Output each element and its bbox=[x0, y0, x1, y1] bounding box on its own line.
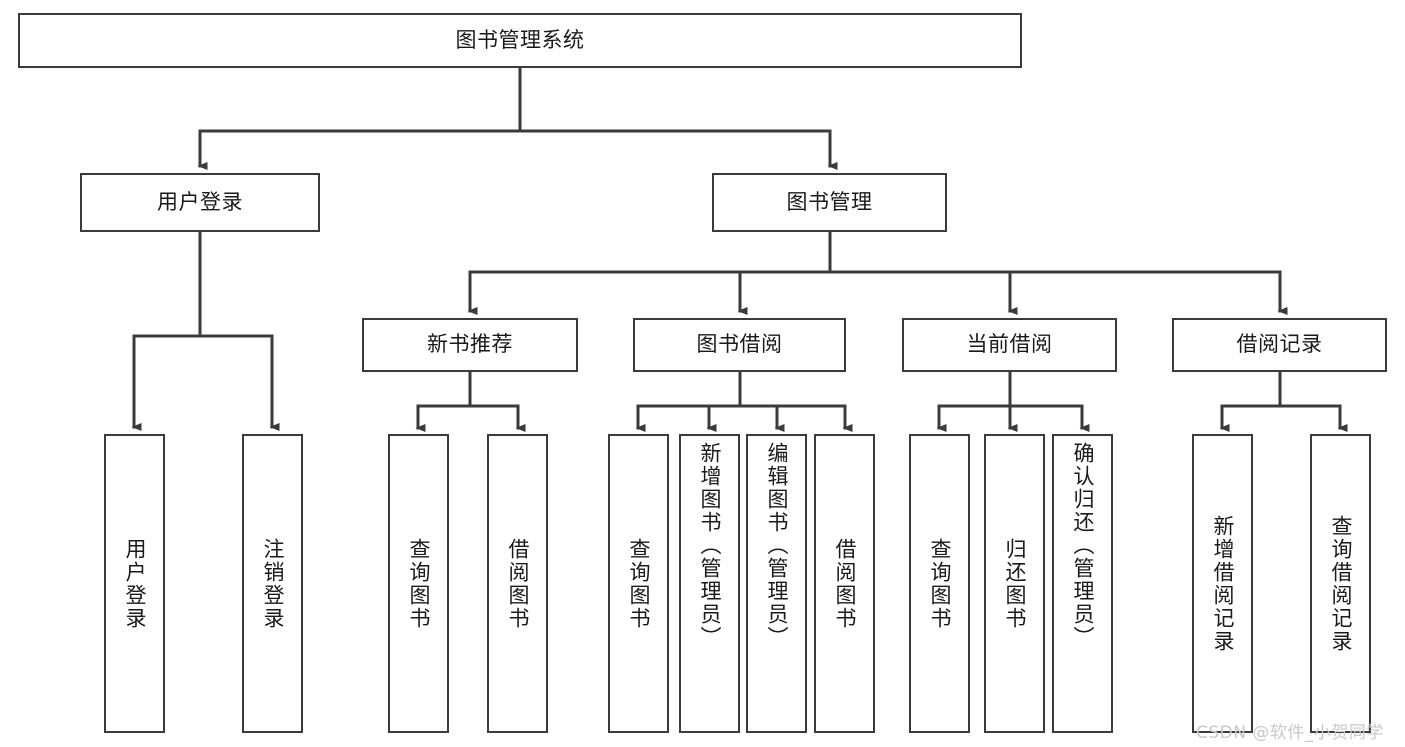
node-borrow-record-label: 借阅记录 bbox=[1236, 332, 1323, 357]
node-user-login[interactable]: 用户登录 bbox=[80, 173, 320, 232]
node-user-login-label: 用户登录 bbox=[157, 189, 243, 214]
node-query-book-borrow[interactable]: 查询图书 bbox=[608, 434, 669, 733]
node-add-borrow-record[interactable]: 新增借阅记录 bbox=[1192, 434, 1253, 733]
node-book-borrow[interactable]: 图书借阅 bbox=[633, 318, 846, 372]
node-borrow-book-rec-label: 借阅图书 bbox=[506, 537, 530, 630]
node-borrow-book-borrow[interactable]: 借阅图书 bbox=[814, 434, 875, 733]
connector-group-new-book-recommend bbox=[415, 370, 526, 432]
watermark: CSDN @软件_小贺同学 bbox=[1196, 723, 1384, 743]
node-book-management-label: 图书管理 bbox=[786, 189, 873, 214]
node-return-book[interactable]: 归还图书 bbox=[984, 434, 1045, 733]
node-logout-leaf[interactable]: 注销登录 bbox=[242, 434, 303, 733]
node-book-management[interactable]: 图书管理 bbox=[712, 173, 947, 232]
node-borrow-book-rec[interactable]: 借阅图书 bbox=[487, 434, 548, 733]
node-root-label: 图书管理系统 bbox=[455, 27, 585, 52]
connector-group-book-borrow bbox=[635, 370, 853, 432]
node-query-book-rec[interactable]: 查询图书 bbox=[388, 434, 449, 733]
node-query-book-rec-label: 查询图书 bbox=[407, 537, 431, 630]
node-borrow-record[interactable]: 借阅记录 bbox=[1172, 318, 1387, 372]
node-edit-book-admin-label: 编辑图书（管理员） bbox=[765, 442, 789, 649]
connector-group-book-management bbox=[467, 230, 1288, 315]
node-borrow-book-borrow-label: 借阅图书 bbox=[833, 537, 857, 630]
node-new-book-recommend-label: 新书推荐 bbox=[427, 332, 513, 357]
node-add-book-admin-label: 新增图书（管理员） bbox=[698, 442, 722, 649]
connector-group-current-borrow bbox=[936, 370, 1090, 432]
node-return-book-label: 归还图书 bbox=[1003, 537, 1027, 630]
node-user-login-leaf[interactable]: 用户登录 bbox=[104, 434, 165, 733]
node-book-borrow-label: 图书借阅 bbox=[696, 332, 783, 357]
node-edit-book-admin[interactable]: 编辑图书（管理员） bbox=[746, 434, 807, 733]
connector-group-borrow-record bbox=[1219, 370, 1348, 432]
node-current-borrow-label: 当前借阅 bbox=[966, 332, 1053, 357]
node-query-book-current-label: 查询图书 bbox=[928, 537, 952, 630]
connector-group-user-login bbox=[131, 230, 280, 431]
node-confirm-return-admin-label: 确认归还（管理员） bbox=[1071, 442, 1095, 649]
node-logout-leaf-label: 注销登录 bbox=[261, 537, 285, 630]
node-query-book-current[interactable]: 查询图书 bbox=[909, 434, 970, 733]
node-user-login-leaf-label: 用户登录 bbox=[123, 537, 147, 630]
node-query-borrow-record[interactable]: 查询借阅记录 bbox=[1310, 434, 1371, 733]
connector-group-root bbox=[197, 66, 838, 170]
node-confirm-return-admin[interactable]: 确认归还（管理员） bbox=[1052, 434, 1113, 733]
node-new-book-recommend[interactable]: 新书推荐 bbox=[362, 318, 578, 372]
node-query-book-borrow-label: 查询图书 bbox=[627, 537, 651, 630]
node-current-borrow[interactable]: 当前借阅 bbox=[902, 318, 1117, 372]
node-add-borrow-record-label: 新增借阅记录 bbox=[1211, 514, 1235, 653]
node-root[interactable]: 图书管理系统 bbox=[18, 13, 1022, 68]
node-add-book-admin[interactable]: 新增图书（管理员） bbox=[679, 434, 740, 733]
node-query-borrow-record-label: 查询借阅记录 bbox=[1329, 514, 1353, 653]
